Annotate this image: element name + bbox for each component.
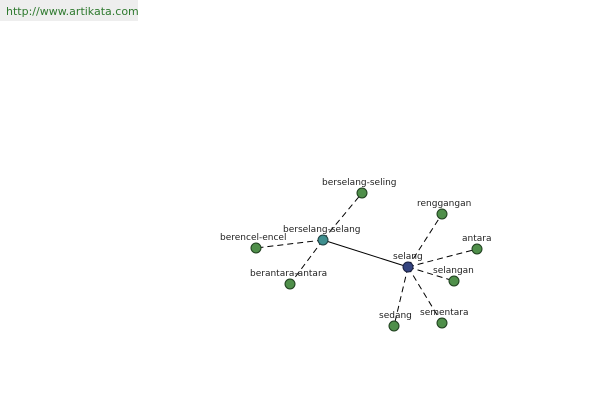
edge-berselang-selang-selang <box>322 239 409 268</box>
node-antara[interactable] <box>471 243 483 255</box>
edge-selang-sementara <box>407 266 443 324</box>
node-label-antara[interactable]: antara <box>462 234 491 244</box>
edge-selang-renggangan <box>407 213 443 268</box>
node-label-berencel-encel[interactable]: berencel-encel <box>220 233 286 243</box>
edge-selang-antara <box>407 248 478 268</box>
graph-labels: selang berselang-selang berselang-seling be… <box>220 178 491 321</box>
edge-berselang-selang-berselang-seling <box>322 192 363 241</box>
node-selang[interactable] <box>402 261 414 273</box>
edge-selang-selangan <box>407 266 455 282</box>
edge-berselang-selang-berencel-encel <box>255 239 324 249</box>
edge-berselang-selang-berantara-antara <box>289 239 324 285</box>
node-label-berselang-seling[interactable]: berselang-seling <box>322 178 397 188</box>
graph-edges <box>255 192 478 327</box>
node-berantara-antara[interactable] <box>284 278 296 290</box>
node-sedang[interactable] <box>388 320 400 332</box>
url-banner: http://www.artikata.com <box>0 0 139 21</box>
edge-selang-sedang <box>393 266 409 327</box>
graph-nodes <box>250 187 483 332</box>
node-renggangan[interactable] <box>436 208 448 220</box>
node-berselang-selang[interactable] <box>317 234 329 246</box>
node-label-selangan[interactable]: selangan <box>433 266 474 276</box>
node-label-renggangan[interactable]: renggangan <box>417 199 471 209</box>
node-berselang-seling[interactable] <box>356 187 368 199</box>
node-selangan[interactable] <box>448 275 460 287</box>
node-label-selang[interactable]: selang <box>393 252 423 262</box>
node-label-sementara[interactable]: sementara <box>420 308 469 318</box>
node-label-berantara-antara[interactable]: berantara-antara <box>250 269 327 279</box>
node-berencel-encel[interactable] <box>250 242 262 254</box>
node-label-sedang[interactable]: sedang <box>379 311 412 321</box>
node-sementara[interactable] <box>436 317 448 329</box>
site-url-text: http://www.artikata.com <box>6 5 139 18</box>
node-label-berselang-selang[interactable]: berselang-selang <box>283 225 361 235</box>
